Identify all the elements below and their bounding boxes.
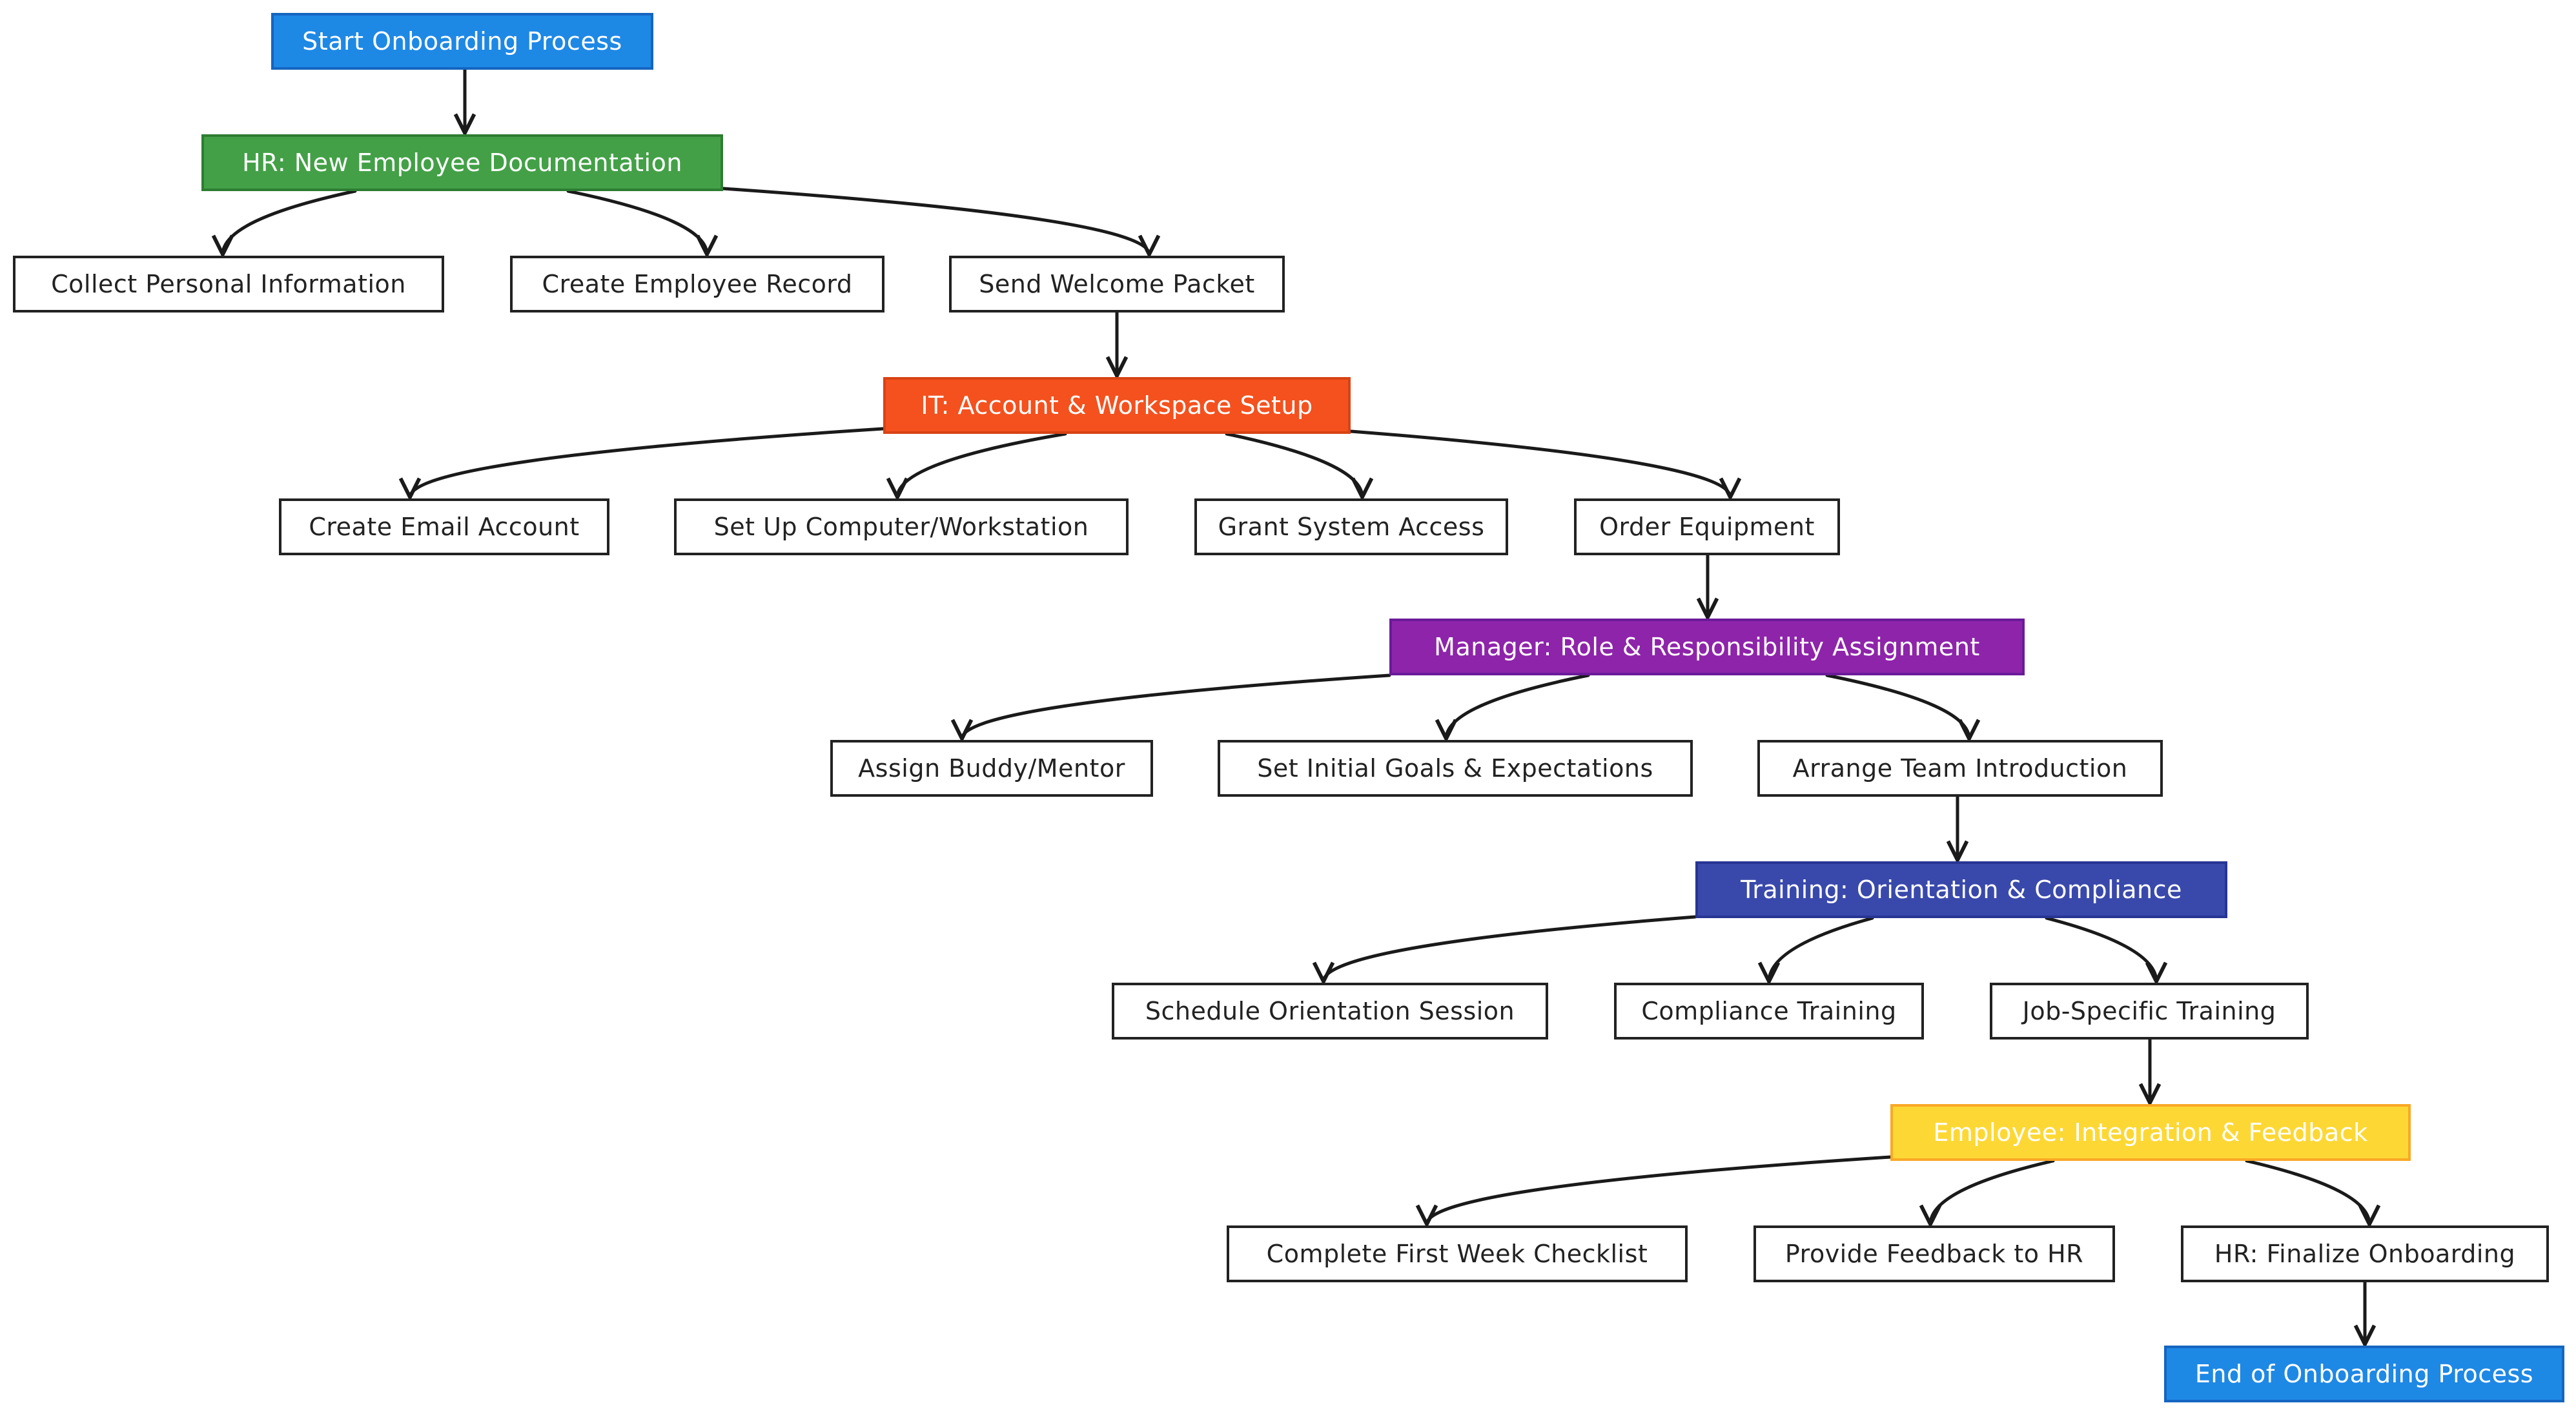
edge-employee-finalize — [2245, 1159, 2369, 1224]
end-node: End of Onboarding Process — [2164, 1346, 2564, 1402]
collect-personal-info-node: Collect Personal Information — [13, 256, 444, 313]
first-week-checklist-node: Complete First Week Checklist — [1227, 1225, 1688, 1282]
edge-manager-buddy — [962, 673, 1391, 739]
job-specific-training-node: Job-Specific Training — [1990, 983, 2309, 1040]
edge-hr-collect — [223, 189, 357, 254]
training-phase-node: Training: Orientation & Compliance — [1695, 861, 2227, 918]
provide-feedback-node: Provide Feedback to HR — [1753, 1225, 2115, 1282]
grant-system-access-node: Grant System Access — [1194, 498, 1508, 555]
arrange-team-intro-node: Arrange Team Introduction — [1757, 740, 2163, 797]
edge-hr-welcome — [721, 187, 1149, 254]
manager-phase-node: Manager: Role & Responsibility Assignmen… — [1389, 619, 2025, 675]
edge-it-equipment — [1349, 429, 1730, 497]
it-phase-node: IT: Account & Workspace Setup — [883, 377, 1351, 434]
edge-it-email — [410, 427, 885, 497]
hr-phase-node: HR: New Employee Documentation — [201, 134, 723, 191]
compliance-training-node: Compliance Training — [1614, 983, 1924, 1040]
edge-employee-checklist — [1427, 1155, 1892, 1224]
create-email-account-node: Create Email Account — [279, 498, 609, 555]
hr-finalize-onboarding-node: HR: Finalize Onboarding — [2181, 1225, 2549, 1282]
employee-phase-node: Employee: Integration & Feedback — [1890, 1104, 2411, 1161]
edge-it-computer — [897, 432, 1067, 497]
edge-it-access — [1225, 432, 1362, 497]
edge-training-compliance — [1769, 916, 1874, 981]
edge-manager-goals — [1446, 673, 1590, 739]
setup-computer-node: Set Up Computer/Workstation — [674, 498, 1129, 555]
send-welcome-packet-node: Send Welcome Packet — [949, 256, 1285, 313]
set-initial-goals-node: Set Initial Goals & Expectations — [1218, 740, 1693, 797]
order-equipment-node: Order Equipment — [1574, 498, 1840, 555]
edge-training-orientation — [1324, 915, 1697, 981]
assign-buddy-node: Assign Buddy/Mentor — [830, 740, 1153, 797]
edge-hr-record — [566, 189, 707, 254]
edge-employee-feedback — [1930, 1159, 2055, 1224]
edge-manager-team — [1825, 673, 1969, 739]
schedule-orientation-node: Schedule Orientation Session — [1112, 983, 1548, 1040]
edge-training-job — [2045, 916, 2156, 981]
create-employee-record-node: Create Employee Record — [510, 256, 884, 313]
start-node: Start Onboarding Process — [271, 13, 653, 70]
